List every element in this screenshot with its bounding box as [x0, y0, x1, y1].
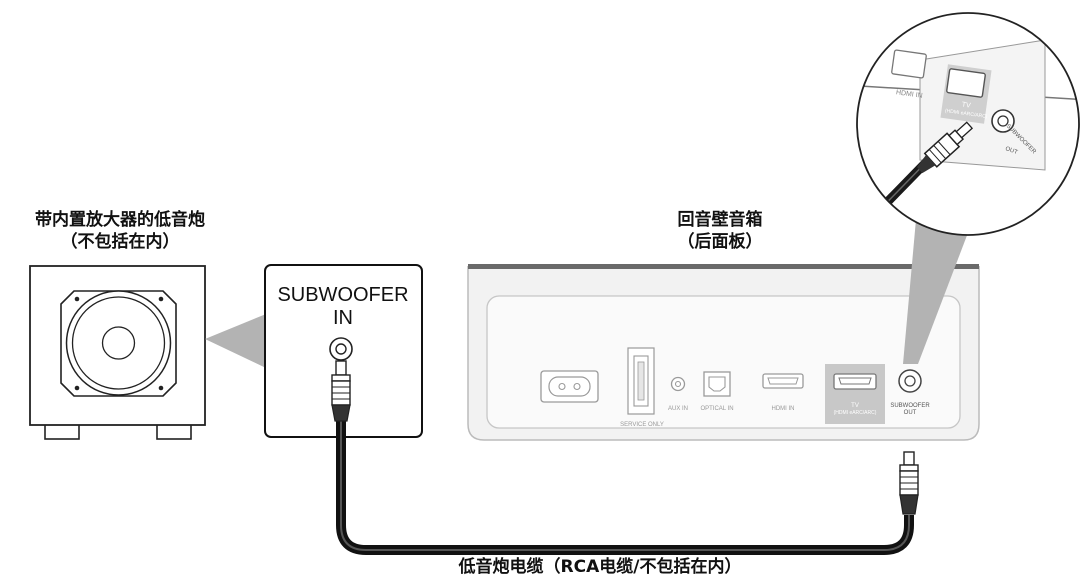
soundbar-caption: 回音壁音箱 （后面板） — [620, 209, 820, 253]
optical-in-label: OPTICAL IN — [700, 406, 733, 412]
soundbar-back-panel: SERVICE ONLY AUX IN OPTICAL IN HDMI IN T… — [467, 264, 980, 441]
aux-jack — [670, 376, 686, 392]
hdmi-in-port — [762, 373, 804, 389]
subwoofer-in-label-line2: IN — [333, 307, 353, 329]
subwoofer-in-label-line1: SUBWOOFER — [277, 284, 408, 306]
aux-in-label: AUX IN — [668, 406, 688, 412]
subwoofer-callout — [205, 314, 266, 368]
zoom-tv-earc-label: (HDMI eARC/ARC) — [945, 108, 989, 120]
zoom-hdmi-in-label: HDMI IN — [895, 89, 923, 100]
zoom-subwoofer-out-label-line2: OUT — [1004, 146, 1018, 156]
tv-earc-label: (HDMI eARC/ARC) — [834, 410, 877, 416]
cable-caption: 低音炮电缆（RCA电缆/不包括在内） — [458, 557, 742, 577]
subwoofer-caption: 带内置放大器的低音炮 （不包括在内） — [0, 209, 240, 253]
zoom-tv-label: TV — [961, 101, 971, 109]
rca-plug-soundbar-end — [899, 451, 919, 515]
subwoofer-caption-line1: 带内置放大器的低音炮 — [35, 210, 205, 230]
zoom-rca-plug — [916, 121, 974, 174]
service-port — [627, 347, 655, 415]
subwoofer-unit — [29, 265, 206, 440]
service-only-label: SERVICE ONLY — [620, 422, 664, 428]
subwoofer-out-jack — [898, 369, 922, 393]
subwoofer-out-label-line2: OUT — [904, 410, 917, 416]
rca-plug-subwoofer-end — [331, 360, 351, 422]
subwoofer-input-panel: SUBWOOFER IN — [264, 264, 423, 438]
subwoofer-caption-line2: （不包括在内） — [60, 232, 180, 252]
tv-hdmi-earc-port — [833, 373, 877, 390]
optical-port — [703, 371, 731, 397]
hdmi-in-label: HDMI IN — [772, 406, 795, 412]
soundbar-caption-line1: 回音壁音箱 — [677, 210, 763, 230]
subwoofer-out-label-line1: SUBWOOFER — [890, 403, 930, 409]
tv-label: TV — [851, 403, 859, 409]
zoom-detail: HDMI IN TV (HDMI eARC/ARC) SUBWOOFER OUT — [856, 12, 1080, 236]
power-socket — [540, 370, 599, 403]
soundbar-caption-line2: （后面板） — [677, 232, 763, 252]
